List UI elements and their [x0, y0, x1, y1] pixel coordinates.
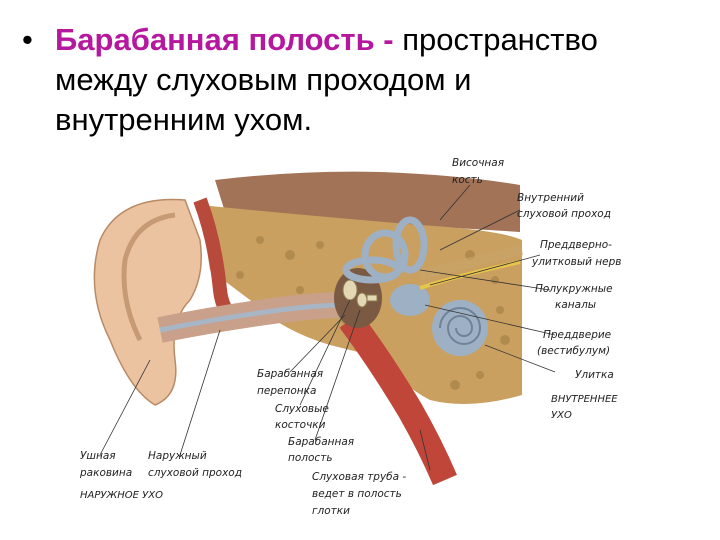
label-cochlea: Улитка: [575, 369, 614, 381]
vestibulocochlear-nerve: [419, 260, 521, 290]
label-tube-1: Слуховая труба -: [312, 471, 406, 483]
label-semicircular-2: каналы: [555, 299, 596, 311]
label-vestibule-2: (вестибулум): [537, 345, 610, 357]
text-line-3: внутренним ухом.: [55, 102, 313, 137]
label-tube-2: ведет в полость: [312, 488, 402, 500]
text-line-2: между слуховым проходом и: [55, 62, 472, 97]
semicircular-canals: [342, 216, 428, 284]
leader-lines: [99, 184, 556, 471]
label-vc-nerve-2: улитковый нерв: [531, 256, 621, 268]
label-internal-canal-1: Внутренний: [517, 192, 584, 204]
label-vc-nerve-1: Преддверно-: [540, 239, 612, 251]
label-outer-ear: НАРУЖНОЕ УХО: [80, 490, 163, 501]
label-tympanic-1: Барабанная: [288, 436, 354, 448]
highlighted-term: Барабанная полость: [55, 22, 375, 57]
ossicles: [342, 279, 378, 308]
label-ossicles-2: косточки: [275, 419, 326, 431]
label-inner-ear-2: УХО: [551, 410, 572, 421]
line1-rest: пространство: [402, 22, 598, 57]
text-line-1: Барабанная полость - пространство: [55, 20, 702, 60]
term-dash: -: [374, 22, 403, 57]
external-canal-lining: [159, 302, 346, 333]
label-ext-canal-2: слуховой проход: [148, 467, 242, 479]
internal-canal-shape: [418, 245, 524, 280]
label-pinna-1: Ушная: [80, 450, 116, 462]
label-semicircular-1: Полукружные: [535, 283, 613, 295]
pinna-fold: [121, 212, 176, 342]
eustachian-tube: [339, 312, 457, 486]
label-ossicles-1: Слуховые: [275, 403, 329, 415]
bullet-marker: •: [22, 22, 33, 57]
label-eardrum-2: перепонка: [257, 385, 316, 397]
pinna: [93, 198, 202, 406]
label-tympanic-2: полость: [288, 452, 333, 464]
label-internal-canal-2: слуховой проход: [517, 208, 611, 220]
label-temporal-bone-1: Височная: [452, 157, 504, 169]
slide-text: • Барабанная полость - пространство межд…: [22, 20, 702, 140]
label-inner-ear-1: ВНУТРЕННЕЕ: [551, 394, 618, 405]
label-tube-3: глотки: [312, 505, 350, 517]
label-temporal-bone-2: кость: [452, 174, 483, 186]
label-ext-canal-1: Наружный: [148, 450, 207, 462]
label-eardrum-1: Барабанная: [257, 368, 323, 380]
cochlea-shape: [432, 300, 488, 356]
label-vestibule-1: Преддверие: [543, 329, 611, 341]
vestibule-shape: [390, 284, 430, 316]
label-pinna-2: раковина: [79, 467, 132, 479]
